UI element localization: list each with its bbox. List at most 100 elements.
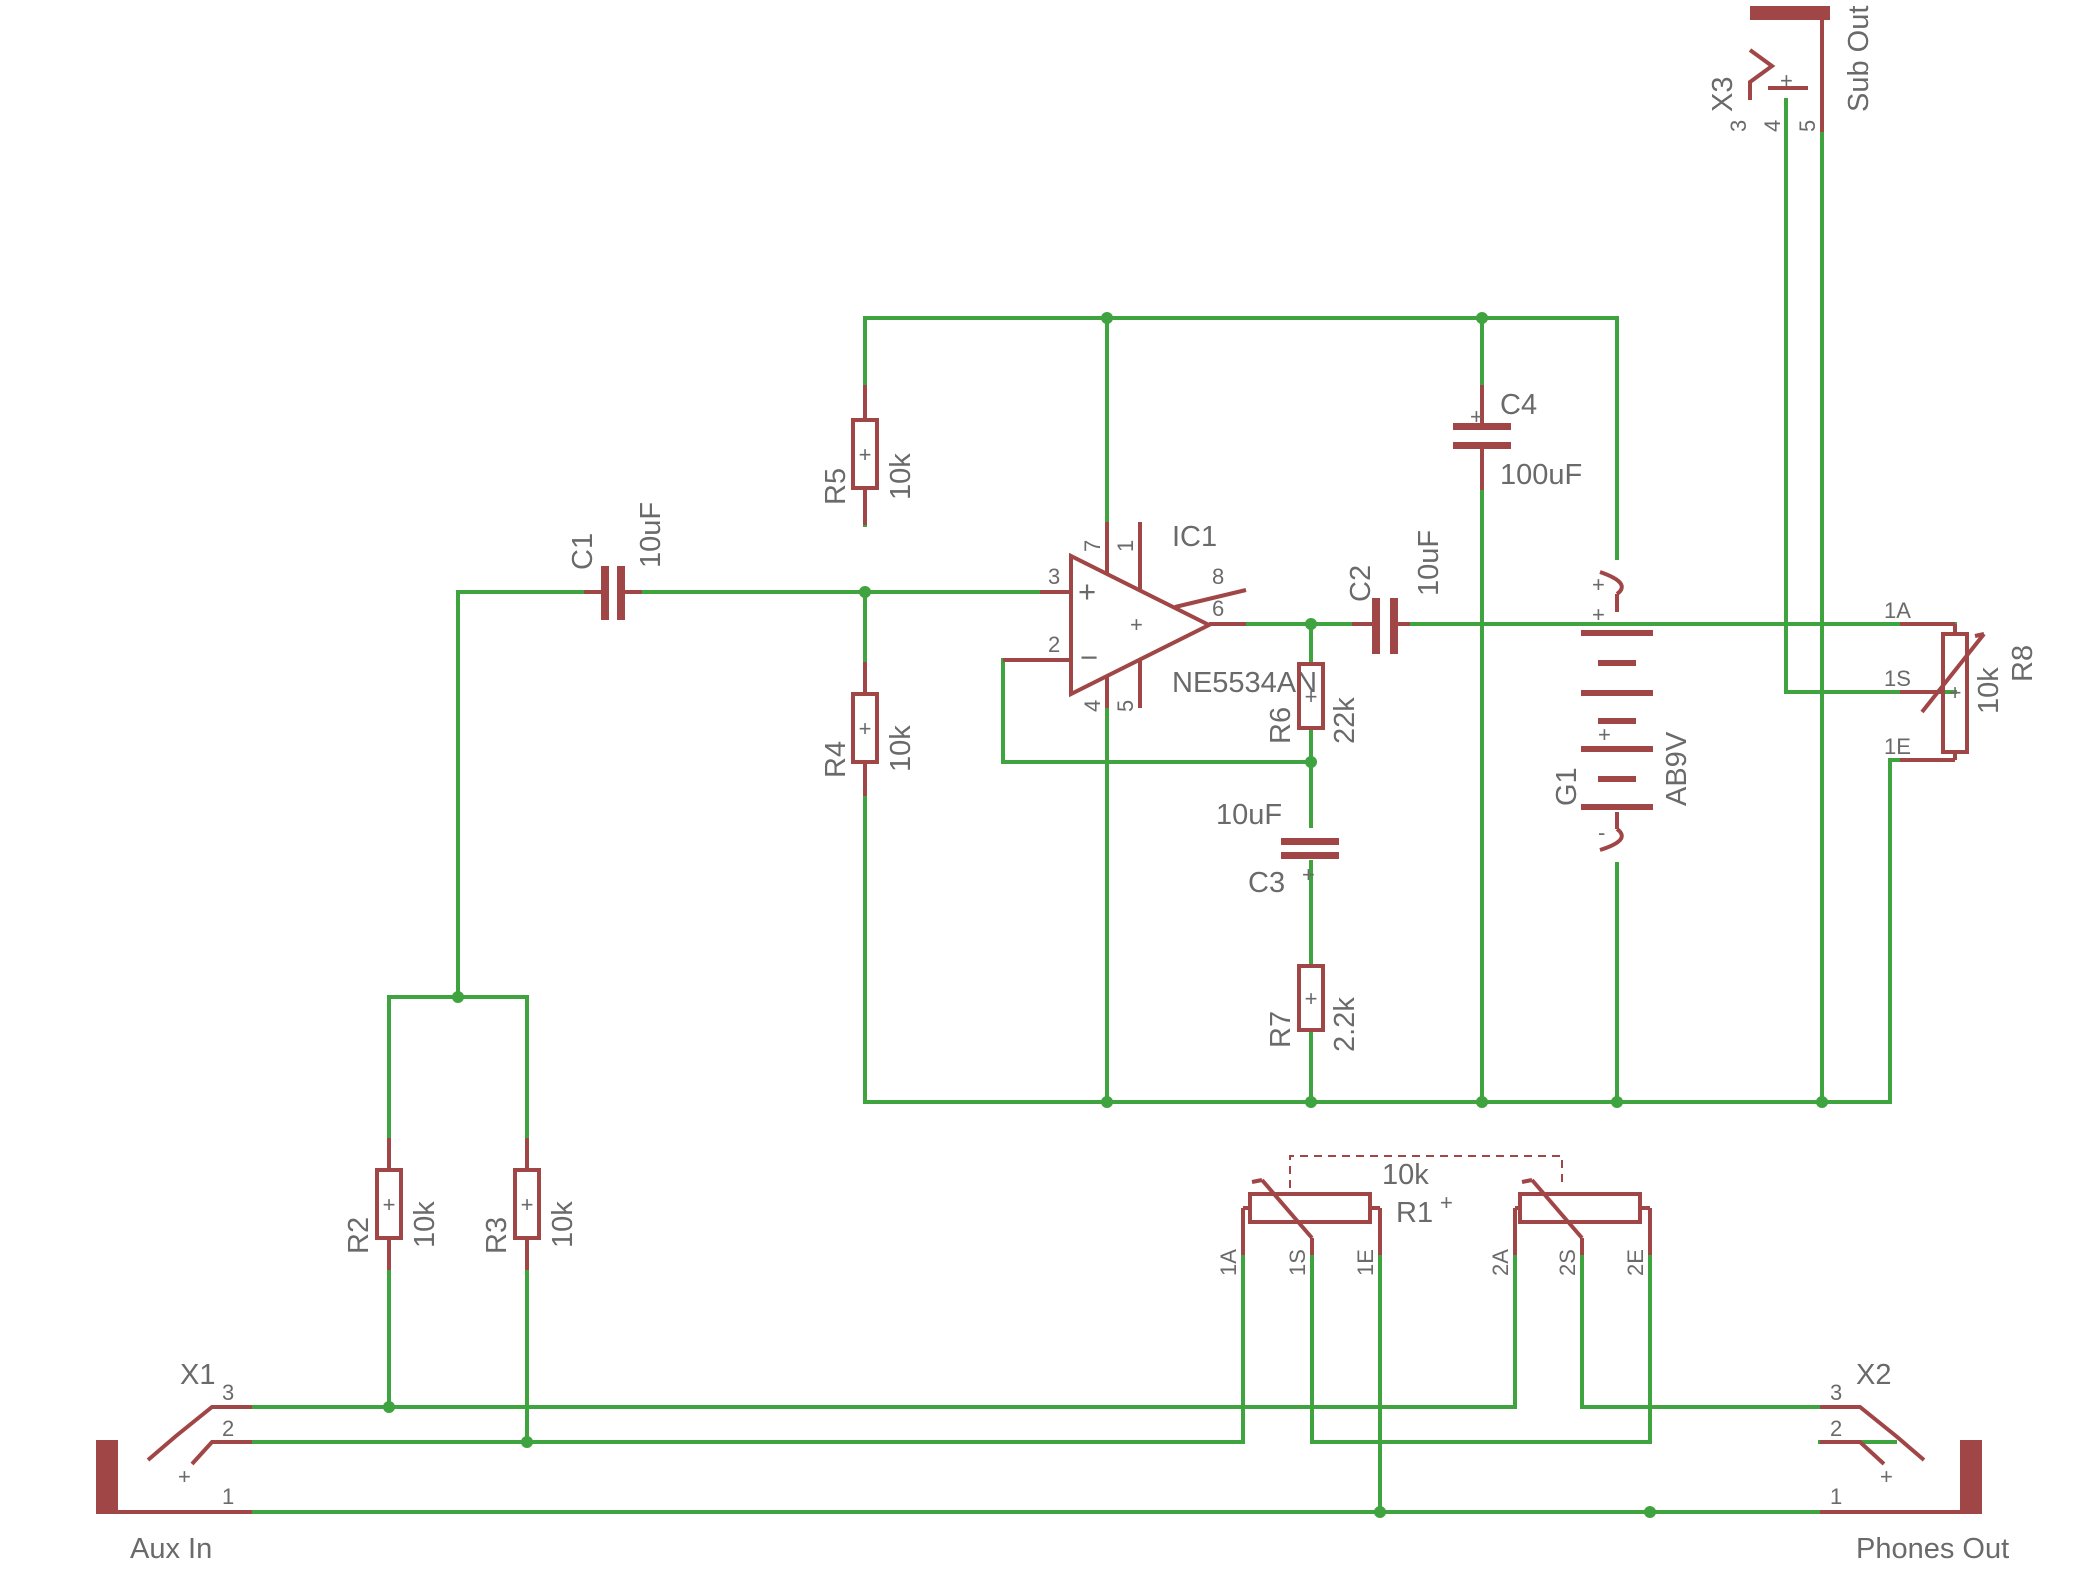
opamp-ic1: + − + 3 2 7 1 4 5 8 6 IC1 NE5534AN [1003, 521, 1317, 712]
x1-name: X1 [180, 1359, 215, 1391]
svg-text:+: + [859, 442, 872, 467]
battery-g1: + + + - G1 AB9V [1551, 570, 1693, 852]
x3-pin4: 4 [1760, 120, 1785, 132]
capacitor-c4: + C4 100uF [1453, 385, 1582, 491]
x1-pin2: 2 [222, 1416, 234, 1441]
r1-pin-1s: 1S [1285, 1249, 1310, 1276]
c2-name: C2 [1345, 565, 1377, 602]
r6-name: R6 [1265, 707, 1297, 744]
r1-value: 10k [1382, 1159, 1429, 1191]
ic1-value: NE5534AN [1172, 667, 1317, 699]
r8-pin-1a: 1A [1884, 598, 1911, 623]
r1-pin-1e: 1E [1353, 1249, 1378, 1276]
svg-text:+: + [1078, 574, 1096, 609]
r3-value: 10k [547, 1201, 579, 1248]
r5-name: R5 [820, 468, 852, 505]
x1-pin1: 1 [222, 1484, 234, 1509]
ic1-pin6: 6 [1212, 596, 1224, 621]
c4-value: 100uF [1500, 459, 1582, 491]
r1-pin-2a: 2A [1488, 1249, 1513, 1276]
svg-text:+: + [1598, 722, 1611, 747]
x1-label: Aux In [130, 1533, 212, 1565]
svg-text:+: + [383, 1192, 396, 1217]
c3-value: 10uF [1216, 799, 1282, 831]
g1-minus: - [1598, 820, 1605, 845]
svg-text:+: + [1302, 862, 1315, 887]
svg-text:+: + [1470, 404, 1483, 429]
resistor-r2: + R2 10k [343, 1138, 441, 1270]
svg-text:+: + [1880, 1464, 1893, 1489]
c4-name: C4 [1500, 389, 1537, 421]
ic1-name: IC1 [1172, 521, 1217, 553]
ic1-pin3: 3 [1048, 564, 1060, 589]
svg-text:+: + [521, 1192, 534, 1217]
r4-name: R4 [820, 741, 852, 778]
ic1-pin8: 8 [1212, 564, 1224, 589]
r7-name: R7 [1265, 1011, 1297, 1048]
g1-plus-upper: + [1592, 572, 1605, 597]
c1-name: C1 [567, 533, 599, 570]
c2-value: 10uF [1413, 530, 1445, 596]
g1-value: AB9V [1661, 731, 1693, 806]
r1-pin-2e: 2E [1623, 1249, 1648, 1276]
r8-value: 10k [1973, 667, 2005, 714]
junctions [383, 312, 1828, 1518]
svg-text:+: + [1305, 986, 1318, 1011]
x2-pin1: 1 [1830, 1484, 1842, 1509]
x2-name: X2 [1856, 1359, 1891, 1391]
x2-pin2: 2 [1830, 1416, 1842, 1441]
r8-name: R8 [2007, 645, 2039, 682]
x3-pin5: 5 [1795, 120, 1820, 132]
x1-pin3: 3 [222, 1380, 234, 1405]
svg-text:+: + [1780, 68, 1793, 93]
ic1-pin1: 1 [1113, 540, 1138, 552]
jack-x1: + X1 3 2 1 Aux In [96, 1359, 252, 1565]
x2-pin3: 3 [1830, 1380, 1842, 1405]
resistor-r3: + R3 10k [481, 1138, 579, 1270]
g1-name: G1 [1551, 767, 1583, 806]
svg-text:+: + [859, 716, 872, 741]
svg-text:−: − [1080, 640, 1098, 675]
jack-x3: + 3 4 5 X3 Sub Out [1707, 6, 1875, 132]
wires [250, 98, 1957, 1514]
x2-label: Phones Out [1856, 1533, 2009, 1565]
r6-value: 22k [1329, 697, 1361, 744]
capacitor-c1: C1 10uF [567, 502, 667, 620]
c1-value: 10uF [635, 502, 667, 568]
resistor-r4: + R4 10k [820, 662, 917, 796]
capacitor-c2: C2 10uF [1345, 530, 1445, 654]
r8-pin-1e: 1E [1884, 734, 1911, 759]
svg-text:+: + [1949, 680, 1962, 705]
r1-pin-2s: 2S [1555, 1249, 1580, 1276]
g1-plus-lower: + [1592, 602, 1605, 627]
ic1-pin5: 5 [1113, 700, 1138, 712]
svg-text:+: + [178, 1464, 191, 1489]
r2-value: 10k [409, 1201, 441, 1248]
potentiometer-r1: + 10k R1 1A 1S 1E 2A 2S 2E [1216, 1155, 1652, 1276]
r4-value: 10k [885, 725, 917, 772]
x3-name: X3 [1707, 77, 1739, 112]
svg-text:+: + [1130, 612, 1143, 637]
r2-name: R2 [343, 1217, 375, 1254]
r3-name: R3 [481, 1217, 513, 1254]
r8-pin-1s: 1S [1884, 666, 1911, 691]
svg-text:+: + [1440, 1190, 1453, 1215]
ic1-pin2: 2 [1048, 632, 1060, 657]
svg-text:+: + [1305, 684, 1318, 709]
ic1-pin7: 7 [1080, 540, 1105, 552]
c3-name: C3 [1248, 867, 1285, 899]
ic1-pin4: 4 [1080, 700, 1105, 712]
x3-pin3: 3 [1726, 120, 1751, 132]
potentiometer-r8: + 1A 1S 1E R8 10k [1884, 598, 2039, 762]
capacitor-c3: + 10uF C3 [1216, 799, 1339, 899]
resistor-r5: + R5 10k [820, 385, 917, 525]
resistor-r7: + R7 2.2k [1265, 964, 1361, 1052]
r1-pin-1a: 1A [1216, 1249, 1241, 1276]
jack-x2: + X2 3 2 1 Phones Out [1820, 1359, 2009, 1565]
r7-value: 2.2k [1329, 997, 1361, 1052]
r5-value: 10k [885, 453, 917, 500]
resistor-r6: + R6 22k [1265, 662, 1361, 744]
x3-label: Sub Out [1843, 6, 1875, 112]
r1-name: R1 [1396, 1197, 1433, 1229]
